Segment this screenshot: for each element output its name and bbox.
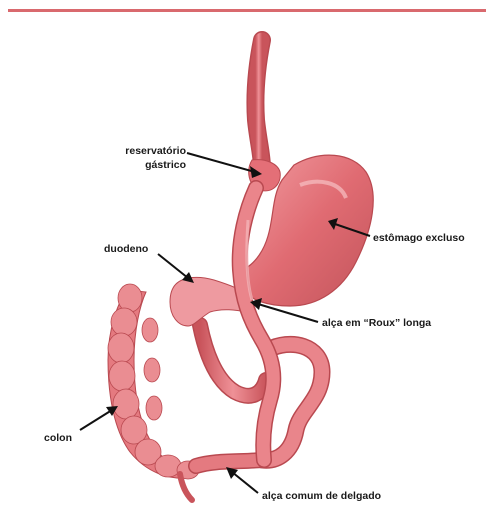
label-estomago-excluso: estômago excluso [373,231,465,245]
arrow-colon [80,406,118,430]
label-alca-comum: alça comum de delgado [262,489,381,503]
arrow-duodeno [158,254,194,283]
label-reservatorio-line2: gástrico [98,158,186,172]
label-alca-roux: alça em “Roux” longa [322,316,431,330]
arrow-alca-comum [226,467,258,493]
label-colon: colon [44,431,72,445]
label-reservatorio-line1: reservatório [98,144,186,158]
label-reservatorio-gastrico: reservatório gástrico [98,144,186,172]
label-duodeno: duodeno [104,242,148,256]
